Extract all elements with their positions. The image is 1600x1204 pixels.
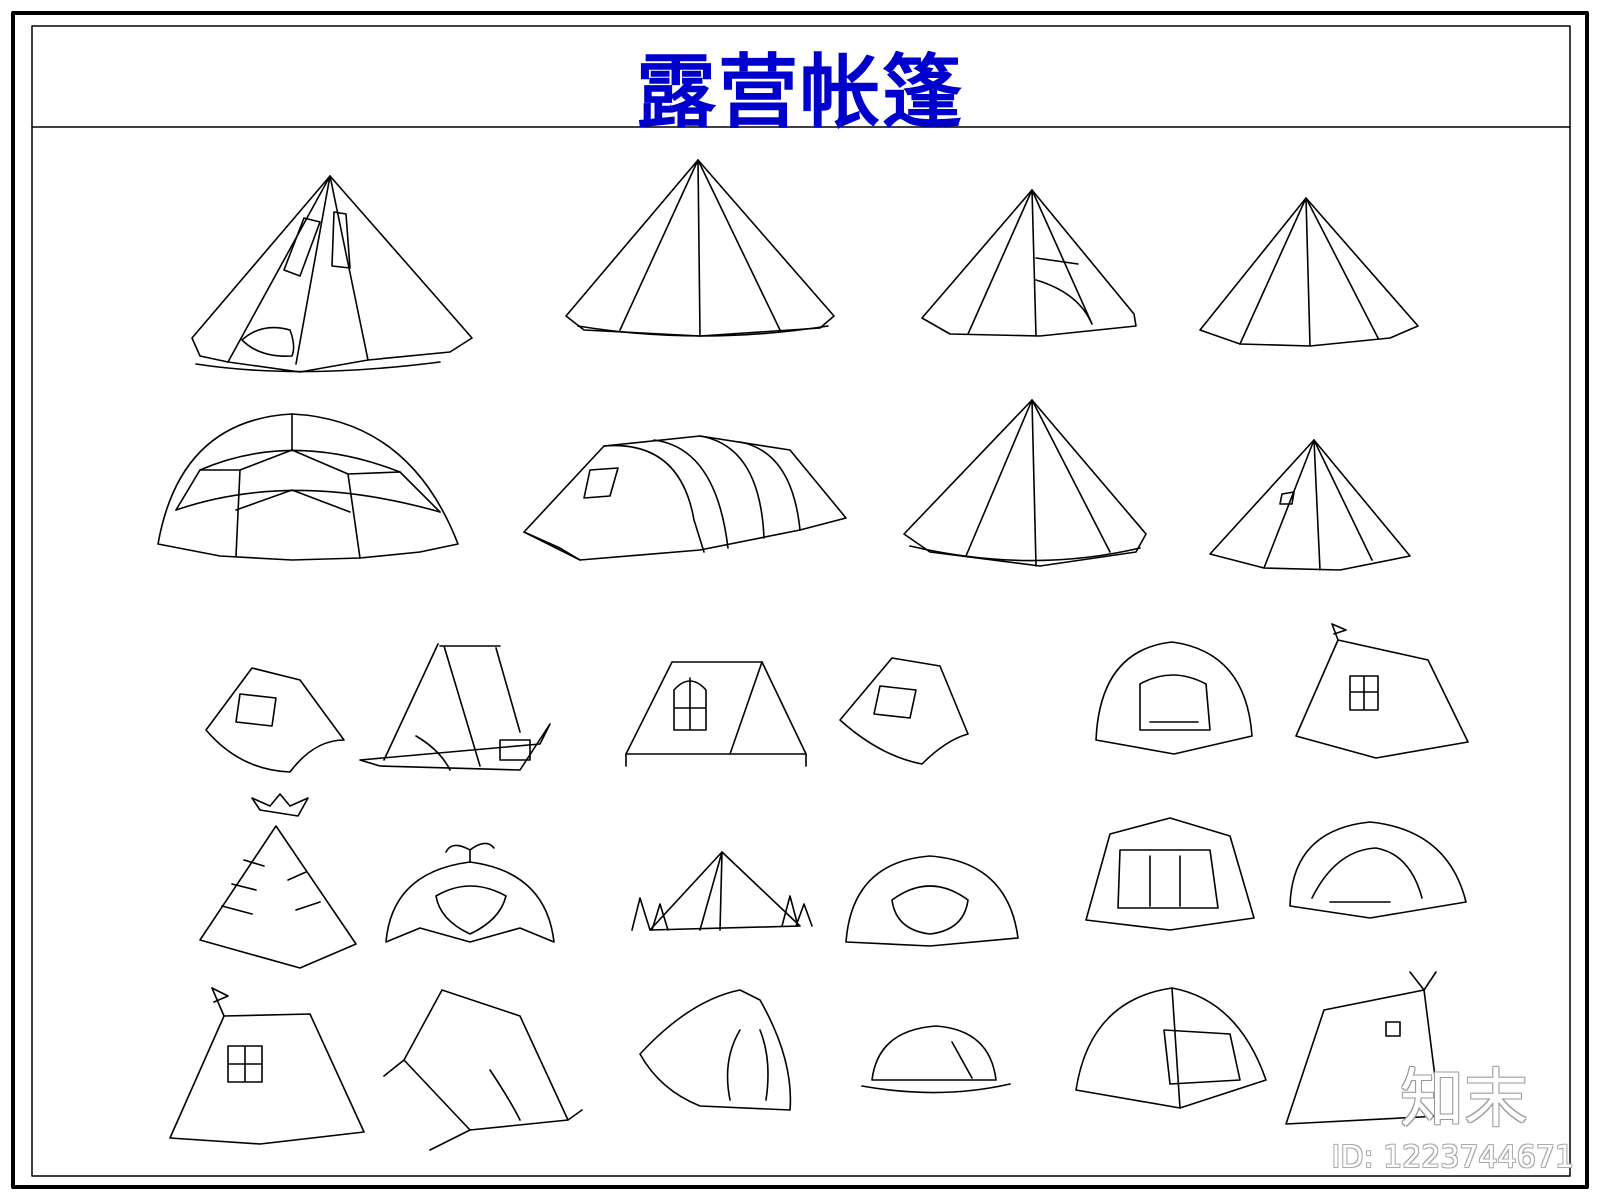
tent-flag-ridge bbox=[169, 987, 365, 1145]
tent-tipi-flame bbox=[639, 989, 792, 1111]
tent-dome-porch bbox=[1075, 987, 1267, 1109]
tent-tunnel bbox=[523, 435, 847, 561]
title-text: 露营帐篷 bbox=[636, 45, 964, 139]
drawing-id: ID: 1223744671 bbox=[1331, 1140, 1574, 1175]
tent-dome-cabin bbox=[1085, 817, 1255, 931]
tent-dome-mesh bbox=[1095, 641, 1253, 755]
tent-a-frame-picnic bbox=[359, 643, 551, 771]
tent-bell-door bbox=[921, 189, 1137, 337]
tent-dome-sprout bbox=[385, 842, 555, 943]
tent-bell-tall bbox=[565, 159, 835, 337]
tent-tipi-side bbox=[1285, 971, 1441, 1125]
tent-dome-lake bbox=[861, 1025, 1011, 1094]
tent-dome-small bbox=[845, 855, 1019, 947]
page-title: 露营帐篷 bbox=[0, 28, 1600, 144]
tent-forest-scene bbox=[631, 851, 813, 931]
tent-dome-pop bbox=[1289, 821, 1467, 919]
tent-pup-stakes bbox=[383, 989, 583, 1151]
outer-border bbox=[11, 11, 1589, 1189]
brand-mark: 知末 bbox=[1400, 1063, 1528, 1137]
tent-ridge-window bbox=[625, 661, 807, 767]
tent-pup-wavy bbox=[205, 667, 345, 773]
tent-bell-large bbox=[903, 399, 1147, 567]
tent-flag-window bbox=[1295, 623, 1469, 759]
inner-border bbox=[31, 25, 1571, 1177]
tent-bell-small bbox=[1209, 439, 1411, 571]
tent-teepee-crown bbox=[199, 793, 357, 969]
tent-bell-windows bbox=[191, 175, 473, 373]
tent-bell-simple bbox=[1199, 197, 1419, 347]
tent-geodesic-dome bbox=[157, 413, 459, 561]
tent-pup-window bbox=[839, 657, 969, 765]
